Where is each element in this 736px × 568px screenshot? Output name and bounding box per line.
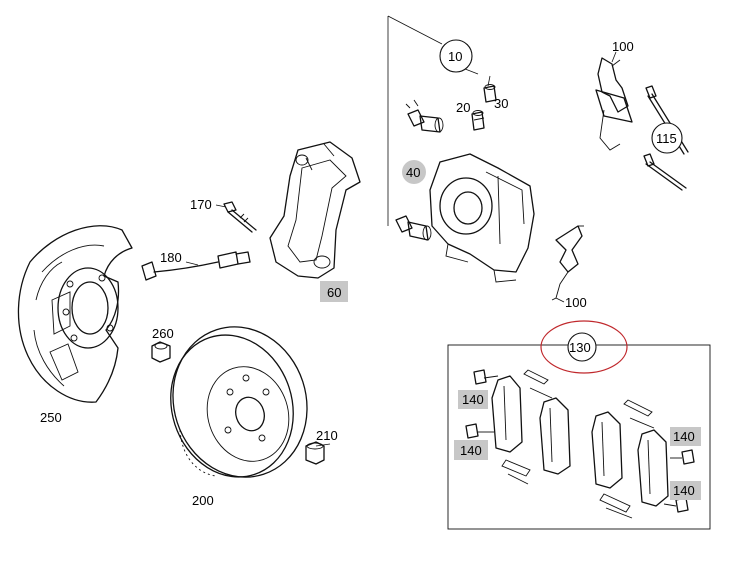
label-60[interactable]: 60 <box>327 285 341 300</box>
part-140-screw-b[interactable] <box>465 423 494 439</box>
label-260[interactable]: 260 <box>152 326 174 341</box>
label-140-b[interactable]: 140 <box>460 443 482 458</box>
label-200[interactable]: 200 <box>192 493 214 508</box>
part-130-brake-pad-3[interactable] <box>591 411 623 489</box>
callout-115-circle <box>651 122 683 154</box>
label-140-c-highlight <box>670 427 701 446</box>
callout-130-circle <box>567 332 597 362</box>
part-115-guide-bolt-lower[interactable] <box>643 153 687 191</box>
label-130[interactable]: 130 <box>569 340 591 355</box>
label-40-highlight <box>402 160 426 184</box>
label-140-d-highlight <box>670 481 701 500</box>
part-40-guide-pin-lower[interactable] <box>395 215 432 241</box>
label-100-top[interactable]: 100 <box>612 39 634 54</box>
part-20-bleeder-screw[interactable] <box>471 110 485 131</box>
part-250-splash-shield[interactable] <box>17 225 133 403</box>
label-60-highlight <box>320 281 348 302</box>
label-140-a[interactable]: 140 <box>462 392 484 407</box>
label-170[interactable]: 170 <box>190 197 212 212</box>
part-130-brake-pad-4[interactable] <box>637 429 669 507</box>
part-260-nut[interactable] <box>151 341 171 363</box>
label-140-a-highlight <box>458 390 488 409</box>
part-140-screw-d[interactable] <box>663 497 689 513</box>
part-130-brake-pad-1[interactable] <box>491 375 523 453</box>
part-60-caliper-carrier[interactable] <box>269 141 361 279</box>
label-40[interactable]: 40 <box>406 165 420 180</box>
selection-ring <box>540 320 628 374</box>
part-40-guide-pin-upper[interactable] <box>405 99 444 133</box>
label-140-b-highlight <box>454 440 488 460</box>
label-115[interactable]: 115 <box>656 131 677 146</box>
part-170-bolt[interactable] <box>215 201 257 233</box>
label-30[interactable]: 30 <box>494 96 508 111</box>
label-100-clip[interactable]: 100 <box>565 295 587 310</box>
part-30-bleeder-cap[interactable] <box>483 75 497 103</box>
part-180-wear-sensor[interactable] <box>141 251 251 281</box>
label-210[interactable]: 210 <box>316 428 338 443</box>
label-10[interactable]: 10 <box>448 49 462 64</box>
label-140-d[interactable]: 140 <box>673 483 695 498</box>
part-caliper-housing[interactable] <box>429 153 535 283</box>
part-140-screw-c[interactable] <box>670 449 695 465</box>
part-210-bolt[interactable] <box>305 441 331 465</box>
label-140-c[interactable]: 140 <box>673 429 695 444</box>
part-100-retaining-spring[interactable] <box>551 225 584 303</box>
part-130-brake-pad-2[interactable] <box>539 397 571 475</box>
label-180[interactable]: 180 <box>160 250 182 265</box>
label-250[interactable]: 250 <box>40 410 62 425</box>
part-200-brake-disc[interactable] <box>153 309 327 494</box>
part-140-screw-a[interactable] <box>473 369 499 385</box>
part-130-pad-clips[interactable] <box>501 369 655 519</box>
callout-10-circle <box>439 39 473 73</box>
part-100-spring-clip[interactable] <box>595 51 633 151</box>
label-20[interactable]: 20 <box>456 100 470 115</box>
